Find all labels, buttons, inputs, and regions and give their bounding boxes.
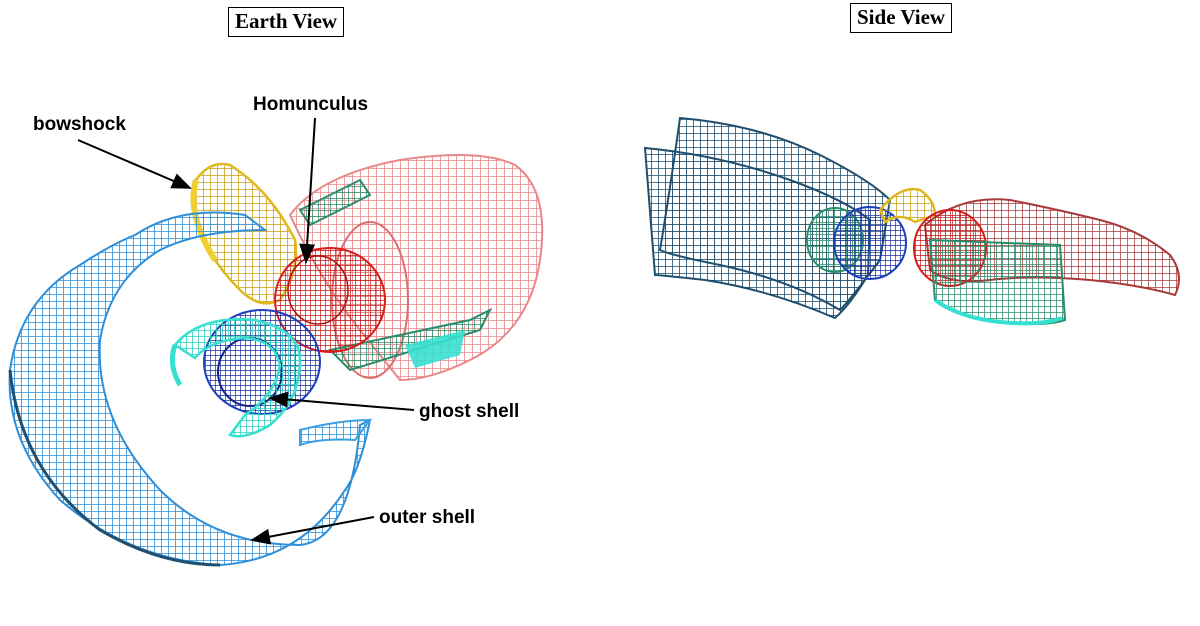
green-band-mesh bbox=[298, 178, 493, 372]
side-ghost-shell-edge bbox=[933, 298, 1063, 326]
outer-shell-mesh bbox=[8, 211, 373, 567]
homunculus-arrow bbox=[299, 117, 316, 264]
ghost-shell-label: ghost shell bbox=[419, 401, 520, 422]
bowshock-arrow bbox=[77, 139, 192, 189]
side-ghost-shell-mesh bbox=[928, 238, 1067, 325]
earth-view-title: Earth View bbox=[228, 7, 345, 37]
side-homunculus-blue bbox=[833, 206, 907, 280]
ghost-shell-arrow bbox=[268, 391, 415, 411]
outer-shell-label: outer shell bbox=[379, 507, 476, 528]
side-view-title: Side View bbox=[850, 3, 953, 33]
homunculus-label: Homunculus bbox=[253, 94, 369, 115]
side-bowshock-mesh bbox=[878, 187, 937, 224]
side-outer-shell-mesh bbox=[643, 116, 892, 320]
outer-shell-arrow bbox=[250, 516, 375, 545]
bowshock-label: bowshock bbox=[33, 114, 126, 135]
side-view-panel bbox=[643, 116, 1180, 326]
earth-view-panel bbox=[8, 117, 544, 567]
